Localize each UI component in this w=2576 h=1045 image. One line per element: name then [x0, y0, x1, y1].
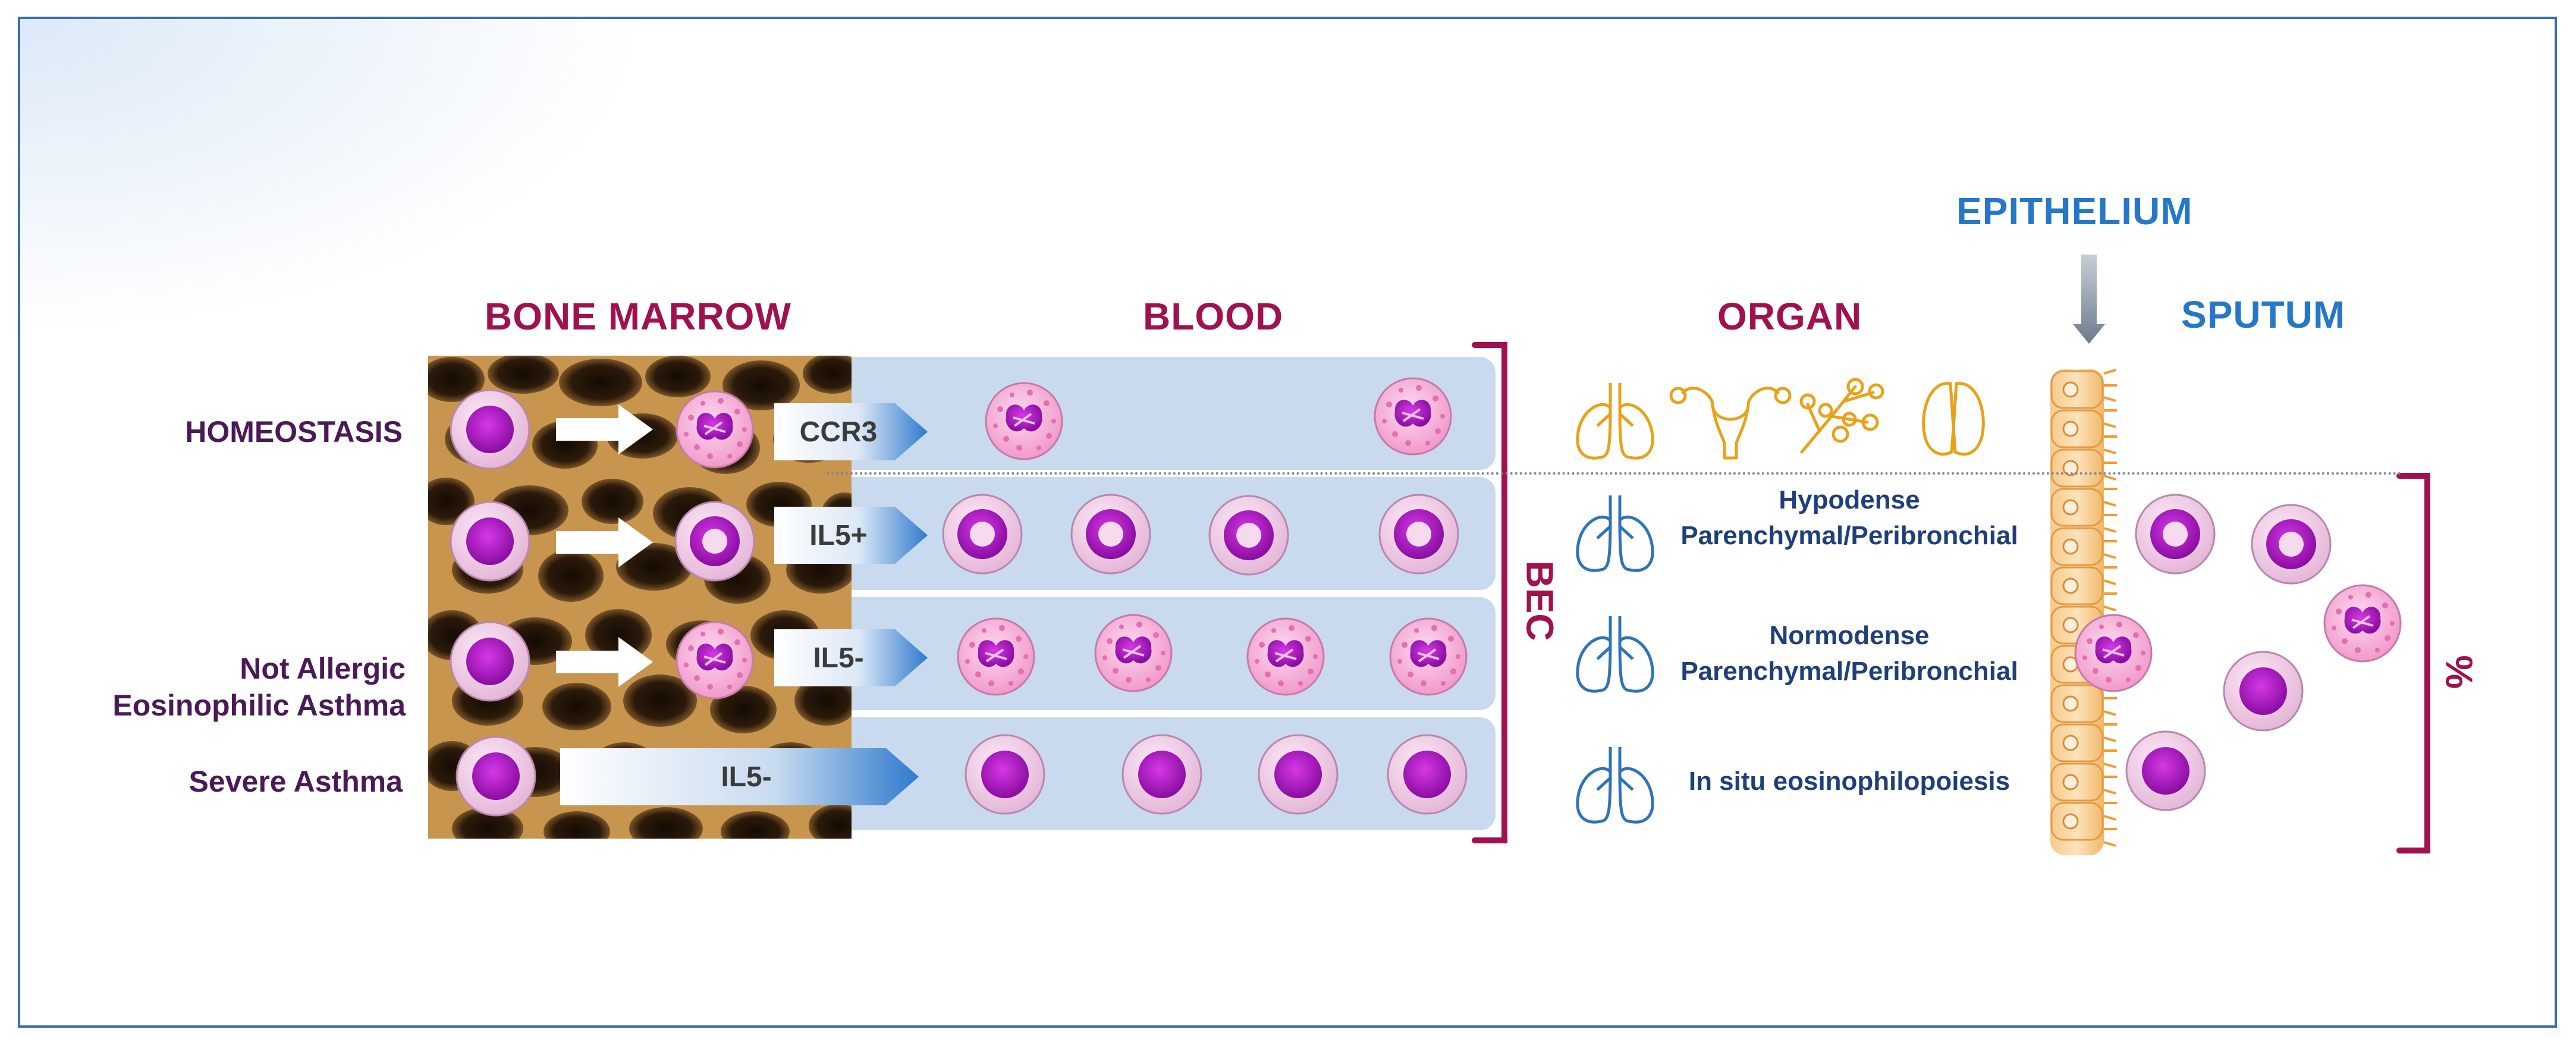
blood-eosinophil [942, 494, 1023, 575]
epithelium-migrating-eosinophil [2074, 614, 2153, 692]
sputum-eosinophil [2223, 651, 2304, 732]
tag-il5-positive: IL5+ [809, 519, 868, 551]
marrow-ring-eosinophil-row2 [674, 501, 755, 582]
marrow-precursor-row2 [450, 501, 530, 582]
tag-ccr3: CCR3 [799, 416, 878, 448]
organ-hypodense-line1: Hypodense [1779, 485, 1920, 514]
blood-eosinophil [1258, 734, 1339, 815]
blood-eosinophil [985, 382, 1063, 460]
sputum-bracket [2396, 473, 2430, 853]
arrow-right-icon [556, 637, 653, 687]
blood-eosinophil [1246, 617, 1325, 696]
percent-label: % [2437, 655, 2480, 689]
marrow-precursor-row4 [455, 736, 536, 817]
sputum-eosinophil [2135, 494, 2216, 575]
blood-eosinophil [1387, 734, 1468, 815]
organ-in-situ: In situ eosinophilopoiesis [1688, 767, 2010, 796]
blood-header: BLOOD [1143, 295, 1284, 338]
tag-arrow-row3 [774, 629, 928, 686]
organ-hypodense-line2: Parenchymal/Peribronchial [1680, 521, 2018, 550]
organ-header: ORGAN [1717, 295, 1862, 338]
sputum-eosinophil [2125, 730, 2206, 811]
blood-eosinophil [1389, 617, 1468, 696]
bec-label: BEC [1519, 560, 1562, 641]
sputum-eosinophil [2251, 504, 2332, 585]
blood-eosinophil [1378, 494, 1459, 575]
tag-il5-negative: IL5- [813, 642, 864, 674]
organ-normodense-line2: Parenchymal/Peribronchial [1680, 657, 2018, 686]
thyroid-icon [1922, 382, 1985, 456]
row-label-not-allergic-line1: Not Allergic [240, 652, 406, 685]
epithelium-header: EPITHELIUM [1956, 190, 2193, 233]
tag-arrow-row1 [774, 403, 928, 460]
row-label-severe: Severe Asthma [189, 765, 403, 798]
blood-bracket [1472, 342, 1507, 843]
epithelium-layer [2050, 369, 2117, 855]
marrow-mature-eosinophil-row3 [676, 621, 754, 699]
bec-label-wrap: BEC [1519, 547, 1562, 654]
marrow-precursor-row1 [450, 389, 530, 470]
blood-eosinophil [957, 617, 1035, 696]
uterus-icon [1669, 387, 1792, 460]
sputum-header: SPUTUM [2181, 293, 2346, 336]
row-label-not-allergic-line2: Eosinophilic Asthma [112, 689, 406, 722]
marrow-mature-eosinophil-row1 [676, 390, 754, 469]
blood-eosinophil [1208, 495, 1289, 576]
arrow-down-icon [2073, 255, 2105, 344]
blood-eosinophil [1374, 377, 1452, 456]
blood-eosinophil [1094, 614, 1173, 692]
arrow-right-icon [556, 517, 653, 567]
blood-eosinophil [1121, 734, 1202, 815]
tag-arrow-row4 [560, 748, 919, 805]
tag-il5-negative-severe: IL5- [721, 761, 772, 793]
divider-line [827, 472, 2402, 475]
row-label-homeostasis: HOMEOSTASIS [185, 415, 403, 448]
blood-eosinophil [965, 734, 1045, 815]
organ-normodense-line1: Normodense [1769, 621, 1930, 650]
sputum-eosinophil [2323, 584, 2402, 663]
lungs-icon [1578, 616, 1653, 691]
percent-label-wrap: % [2437, 648, 2480, 696]
bone-marrow-header: BONE MARROW [485, 295, 791, 338]
gland-icon [1799, 378, 1884, 454]
blood-eosinophil [1070, 494, 1151, 575]
arrow-right-icon [556, 404, 653, 454]
tag-arrow-row2 [774, 507, 928, 564]
marrow-precursor-row3 [450, 621, 530, 702]
lungs-icon [1578, 383, 1653, 458]
lungs-icon [1578, 495, 1653, 570]
lungs-icon [1578, 747, 1653, 822]
